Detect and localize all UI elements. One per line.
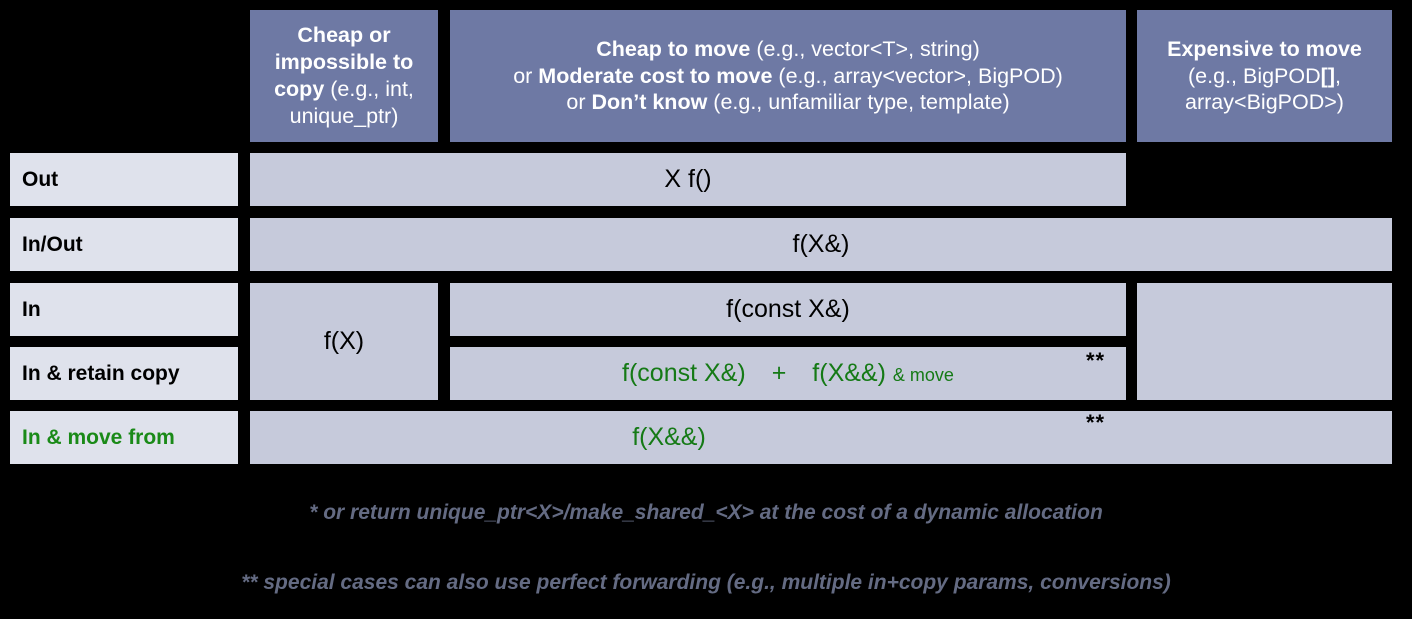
cell-retain-copy-combo: f(const X&) + f(X&&) & move	[450, 347, 1126, 400]
cell-retain-copy-and-move: & move	[892, 365, 954, 385]
header-col3-line2: (e.g., BigPOD[],	[1188, 63, 1341, 88]
header-col2-line2: or Moderate cost to move (e.g., array<ve…	[513, 63, 1063, 88]
cell-in-f-const-xref: f(const X&)	[450, 283, 1126, 336]
header-col2-line1: Cheap to move (e.g., vector<T>, string)	[596, 36, 980, 61]
cell-retain-copy-combo-inner: f(const X&) + f(X&&) & move	[450, 359, 1126, 388]
footnote-marker-move-from: **	[1086, 410, 1106, 435]
cell-expensive-to-move-span	[1137, 283, 1392, 400]
footnote-marker-retain-copy: **	[1086, 348, 1106, 373]
header-col3-line3: array<BigPOD>)	[1185, 90, 1344, 115]
row-label-out-text: Out	[22, 167, 59, 191]
header-col2-line3: or Don’t know (e.g., unfamiliar type, te…	[566, 90, 1010, 115]
header-corner-blank	[10, 10, 238, 142]
cell-in-f-const-xref-text: f(const X&)	[726, 295, 850, 323]
row-label-in-out-text: In/Out	[22, 232, 83, 256]
cell-out-x-f: X f()	[250, 153, 1126, 206]
footnote-single-star: * or return unique_ptr<X>/make_shared_<X…	[309, 501, 1103, 524]
header-col-cheap-to-move: Cheap to move (e.g., vector<T>, string) …	[450, 10, 1126, 142]
row-label-in-move-from: In & move from	[10, 411, 238, 464]
row-label-in-text: In	[22, 297, 41, 321]
row-label-in: In	[10, 283, 238, 336]
header-col1-bold: Cheap or impossible to copy	[274, 23, 414, 101]
cell-out-x-f-text: X f()	[664, 165, 712, 193]
footnote-double-star: ** special cases can also use perfect fo…	[241, 571, 1171, 594]
cell-retain-copy-plus: +	[771, 359, 787, 387]
cell-in-f-x-text: f(X)	[323, 327, 365, 355]
cell-in-f-x: f(X)	[250, 283, 438, 400]
row-label-in-retain-copy-text: In & retain copy	[22, 361, 180, 385]
cell-inout-f-xref: f(X&)	[250, 218, 1392, 271]
cell-inout-f-xref-text: f(X&)	[792, 230, 850, 258]
cell-move-from-f-rvalue: f(X&&)	[250, 411, 1392, 464]
header-col3-line1: Expensive to move	[1167, 36, 1362, 61]
row-label-in-move-from-text: In & move from	[22, 425, 175, 449]
row-label-out: Out	[10, 153, 238, 206]
header-col-cheap-or-impossible-to-copy: Cheap or impossible to copy (e.g., int, …	[250, 10, 438, 142]
header-col-expensive-to-move: Expensive to move (e.g., BigPOD[], array…	[1137, 10, 1392, 142]
cell-retain-copy-const-ref: f(const X&)	[622, 359, 746, 387]
row-label-in-out: In/Out	[10, 218, 238, 271]
row-label-in-retain-copy: In & retain copy	[10, 347, 238, 400]
header-col1-rest: (e.g., int, unique_ptr)	[289, 77, 414, 128]
cell-move-from-f-rvalue-text: f(X&&)	[632, 423, 706, 451]
cell-retain-copy-rvalue-ref: f(X&&)	[812, 359, 886, 387]
